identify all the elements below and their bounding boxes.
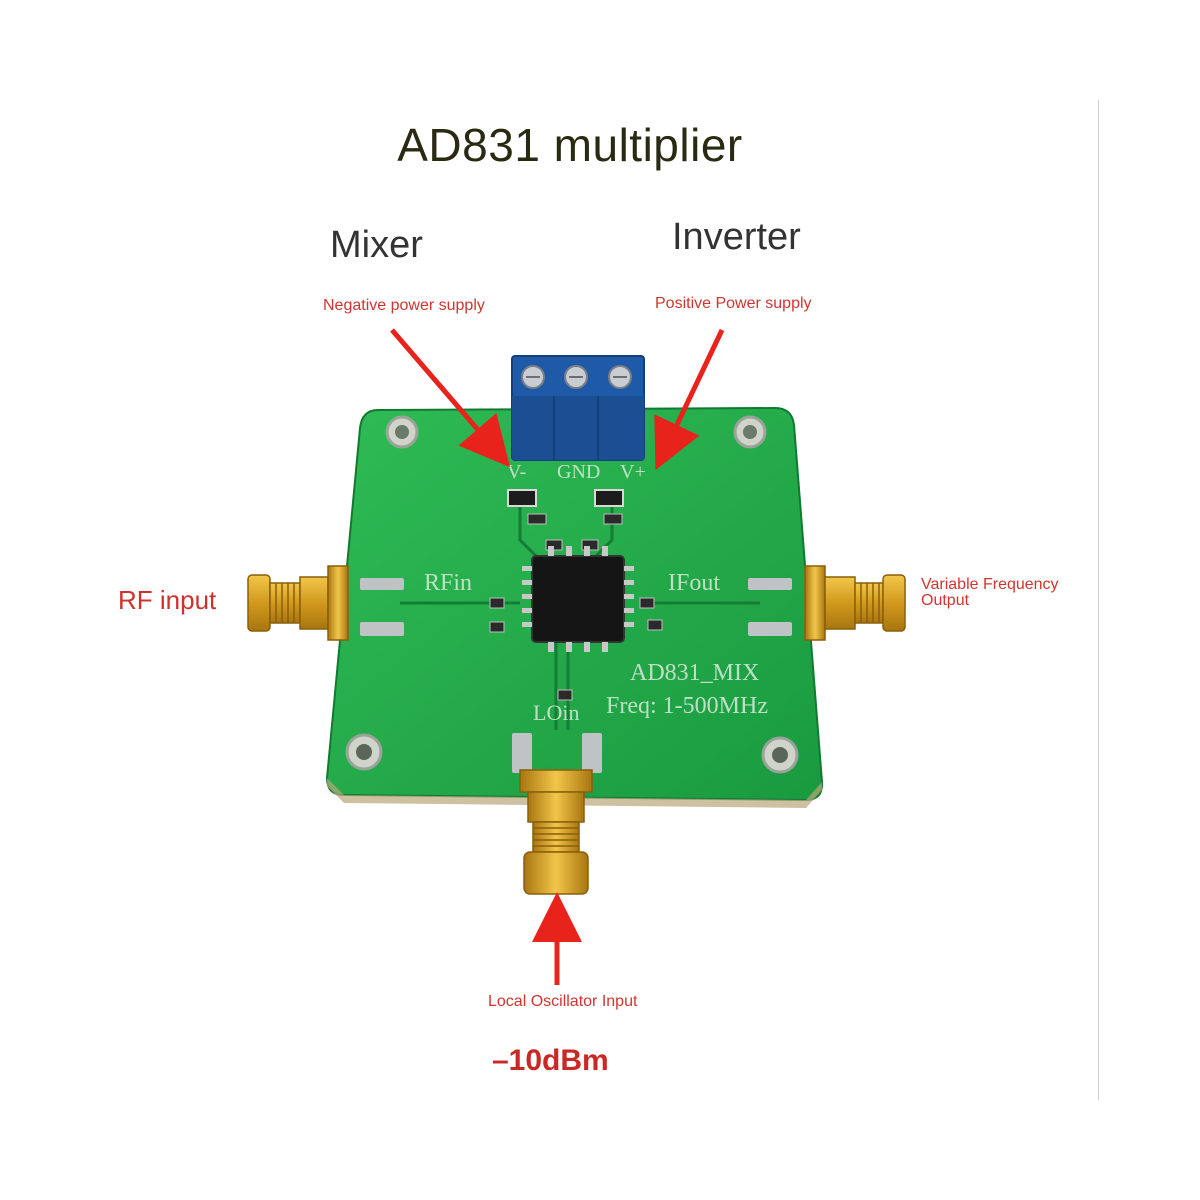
rfin-label: RFin [424, 570, 472, 596]
smd-components [360, 489, 792, 773]
inverter-heading: Inverter [672, 216, 801, 258]
pin-vminus: V- [507, 461, 526, 483]
ad831-chip [522, 546, 634, 652]
negative-supply-label: Negative power supply [323, 297, 485, 314]
freq-label: Freq: 1-500MHz [606, 693, 768, 719]
lo-level-label: –10dBm [492, 1044, 609, 1077]
positive-supply-label: Positive Power supply [655, 295, 812, 312]
lo-in-label: LOin [533, 700, 579, 725]
rf-input-label: RF input [118, 585, 217, 615]
pin-gnd: GND [557, 461, 600, 483]
mounting-holes [345, 415, 799, 774]
negative-supply-arrow [390, 328, 511, 468]
page-title: AD831 multiplier [397, 119, 743, 171]
positive-supply-arrow [654, 328, 725, 471]
rf-input-sma-connector [247, 565, 349, 641]
model-label: AD831_MIX [630, 660, 759, 686]
pin-vplus: V+ [620, 461, 646, 483]
mixer-heading: Mixer [330, 224, 423, 266]
callout-arrows [390, 328, 725, 985]
local-oscillator-label: Local Oscillator Input [488, 993, 638, 1010]
right-divider [1098, 100, 1099, 1100]
power-terminal-block [511, 355, 645, 461]
lo-input-sma-connector [519, 769, 593, 895]
variable-frequency-line1: Variable Frequency [921, 576, 1059, 593]
ifout-label: IFout [668, 570, 720, 596]
if-output-sma-connector [804, 565, 906, 641]
silkscreen: V- GND V+ RFin IFout AD831_MIX Freq: 1-5… [424, 461, 768, 725]
variable-frequency-line2: Output [921, 592, 970, 609]
variable-frequency-label: Variable Frequency Output [921, 577, 1059, 609]
